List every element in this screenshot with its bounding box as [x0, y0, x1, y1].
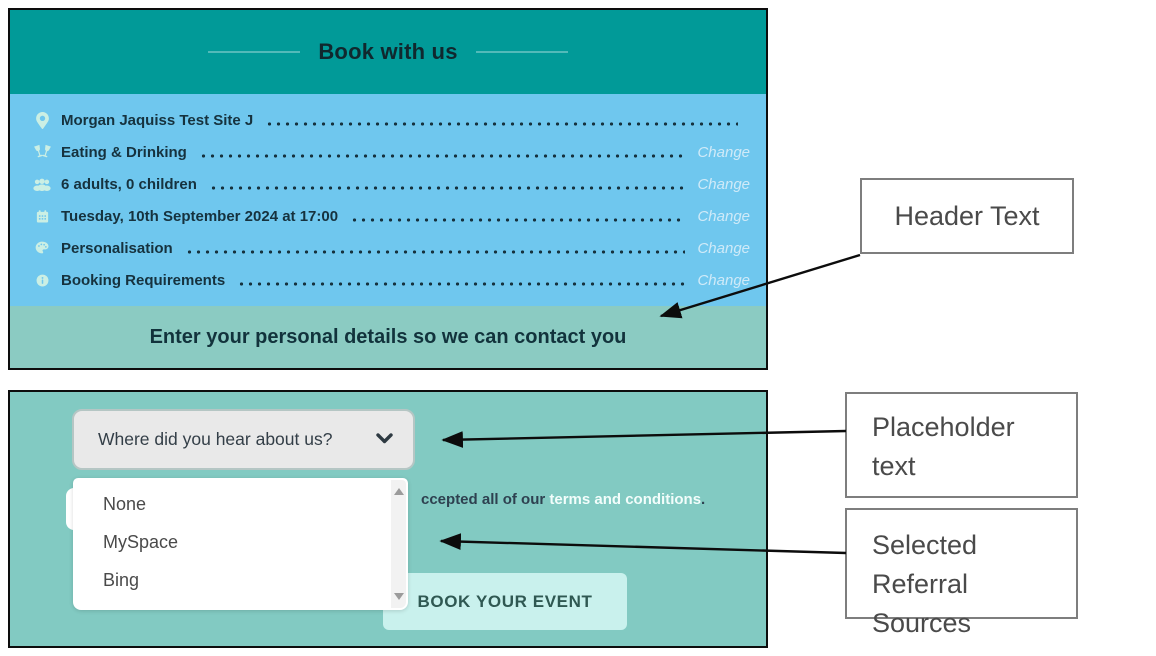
summary-row-label: Morgan Jaquiss Test Site J	[61, 111, 254, 129]
callout-label: Header Text	[894, 200, 1040, 231]
referral-source-dropdown[interactable]: Where did you hear about us?	[72, 409, 415, 470]
booking-title: Book with us	[318, 39, 458, 64]
dotted-leader	[237, 282, 686, 286]
callout-label: Placeholder	[872, 412, 1015, 442]
summary-row-label: Eating & Drinking	[61, 143, 187, 161]
dotted-leader	[265, 122, 738, 126]
booking-summary-panel: Book with us Morgan Jaquiss Test Site J	[8, 8, 768, 370]
dropdown-option-myspace[interactable]: MySpace	[103, 531, 179, 552]
change-link[interactable]: Change	[697, 143, 750, 161]
summary-row-occasion: Eating & Drinking Change	[32, 136, 750, 168]
summary-row-venue: Morgan Jaquiss Test Site J	[32, 104, 750, 136]
booking-header: Book with us	[10, 10, 766, 94]
terms-statement: ccepted all of our terms and conditions.	[421, 491, 705, 508]
callout-selected-referral-sources: Selected Referral Sources	[845, 508, 1078, 638]
dotted-leader	[184, 250, 686, 254]
change-link[interactable]: Change	[697, 239, 750, 257]
info-icon	[32, 273, 52, 288]
callout-label: Selected Referral	[872, 530, 978, 599]
callout-placeholder-text: Placeholder text	[845, 392, 1078, 498]
dropdown-option-none[interactable]: None	[103, 493, 147, 514]
dropdown-option-bing[interactable]: Bing	[103, 569, 140, 590]
scroll-down-icon[interactable]	[394, 593, 404, 600]
title-divider-line	[475, 51, 568, 53]
booking-summary-list: Morgan Jaquiss Test Site J Eating & Drin…	[10, 94, 766, 306]
change-link[interactable]: Change	[697, 271, 750, 289]
map-marker-icon	[32, 111, 52, 129]
summary-row-party-size: 6 adults, 0 children Change	[32, 168, 750, 200]
calendar-icon	[32, 209, 52, 224]
change-link[interactable]: Change	[697, 207, 750, 225]
dropdown-scrollbar[interactable]	[391, 480, 406, 608]
scroll-up-icon[interactable]	[394, 488, 404, 495]
terms-text-prefix: ccepted all of our	[421, 491, 550, 508]
summary-row-requirements: Booking Requirements Change	[32, 264, 750, 296]
terms-text-suffix: .	[701, 491, 706, 508]
palette-icon	[32, 240, 52, 256]
change-link[interactable]: Change	[697, 175, 750, 193]
people-icon	[32, 178, 52, 191]
summary-row-datetime: Tuesday, 10th September 2024 at 17:00 Ch…	[32, 200, 750, 232]
drinks-icon	[32, 144, 52, 161]
chevron-down-icon	[376, 431, 393, 449]
dotted-leader	[208, 186, 686, 190]
personal-details-section-header: Enter your personal details so we can co…	[10, 306, 766, 368]
summary-row-label: Tuesday, 10th September 2024 at 17:00	[61, 207, 339, 225]
book-your-event-button[interactable]: BOOK YOUR EVENT	[383, 573, 627, 630]
dotted-leader	[350, 218, 686, 222]
callout-label: text	[872, 451, 916, 481]
terms-and-conditions-link[interactable]: terms and conditions	[549, 491, 702, 508]
summary-row-label: Personalisation	[61, 239, 173, 257]
referral-source-options-list: None MySpace Bing	[73, 478, 408, 610]
callout-label: Sources	[872, 608, 972, 638]
book-button-label: BOOK YOUR EVENT	[417, 591, 593, 611]
dropdown-placeholder: Where did you hear about us?	[98, 429, 333, 449]
dotted-leader	[198, 154, 686, 158]
referral-form-panel: Where did you hear about us? None MySpac…	[8, 390, 768, 648]
callout-header-text: Header Text	[860, 178, 1074, 254]
summary-row-label: 6 adults, 0 children	[61, 175, 197, 193]
section-heading: Enter your personal details so we can co…	[149, 325, 627, 348]
summary-row-label: Booking Requirements	[61, 271, 226, 289]
summary-row-personalisation: Personalisation Change	[32, 232, 750, 264]
title-divider-line	[208, 51, 301, 53]
